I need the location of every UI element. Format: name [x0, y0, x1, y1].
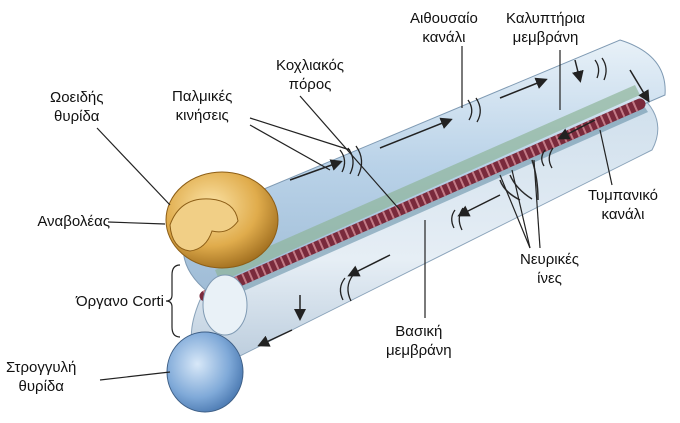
label-basilar-membrane-line2: μεμβράνη [386, 341, 452, 360]
label-pressure-movements-line1: Παλμικές [172, 87, 232, 106]
label-cochlear-duct-line2: πόρος [276, 75, 344, 94]
label-scala-vestibuli: Αιθουσαίο κανάλι [410, 9, 478, 47]
label-pressure-movements: Παλμικές κινήσεις [172, 87, 232, 125]
label-round-window-line1: Στρογγυλή [6, 358, 76, 377]
label-scala-tympani-line2: κανάλι [588, 205, 658, 224]
label-scala-tympani-line1: Τυμπανικό [588, 186, 658, 205]
label-cochlear-duct-line1: Κοχλιακός [276, 56, 344, 75]
label-nerve-fibers-line2: ίνες [520, 269, 579, 288]
label-basilar-membrane-line1: Βασική [386, 322, 452, 341]
round-window [167, 332, 243, 412]
label-nerve-fibers-line1: Νευρικές [520, 250, 579, 269]
label-basilar-membrane: Βασική μεμβράνη [386, 322, 452, 360]
label-scala-vestibuli-line1: Αιθουσαίο [410, 9, 478, 28]
label-nerve-fibers: Νευρικές ίνες [520, 250, 579, 288]
label-stapes: Αναβολέας [6, 212, 110, 231]
label-cochlear-duct: Κοχλιακός πόρος [276, 56, 344, 94]
lower-tube-opening [203, 275, 247, 335]
label-round-window: Στρογγυλή θυρίδα [6, 358, 76, 396]
label-organ-of-corti: Όργανο Corti [6, 292, 164, 311]
label-oval-window: Ωοειδής θυρίδα [50, 88, 104, 126]
label-oval-window-line1: Ωοειδής [50, 88, 104, 107]
label-tectorial-membrane-line2: μεμβράνη [506, 28, 585, 47]
label-tectorial-membrane-line1: Καλυπτήρια [506, 9, 585, 28]
label-round-window-line2: θυρίδα [6, 377, 76, 396]
label-pressure-movements-line2: κινήσεις [172, 106, 232, 125]
label-scala-tympani: Τυμπανικό κανάλι [588, 186, 658, 224]
label-oval-window-line2: θυρίδα [50, 107, 104, 126]
label-tectorial-membrane: Καλυπτήρια μεμβράνη [506, 9, 585, 47]
label-scala-vestibuli-line2: κανάλι [410, 28, 478, 47]
